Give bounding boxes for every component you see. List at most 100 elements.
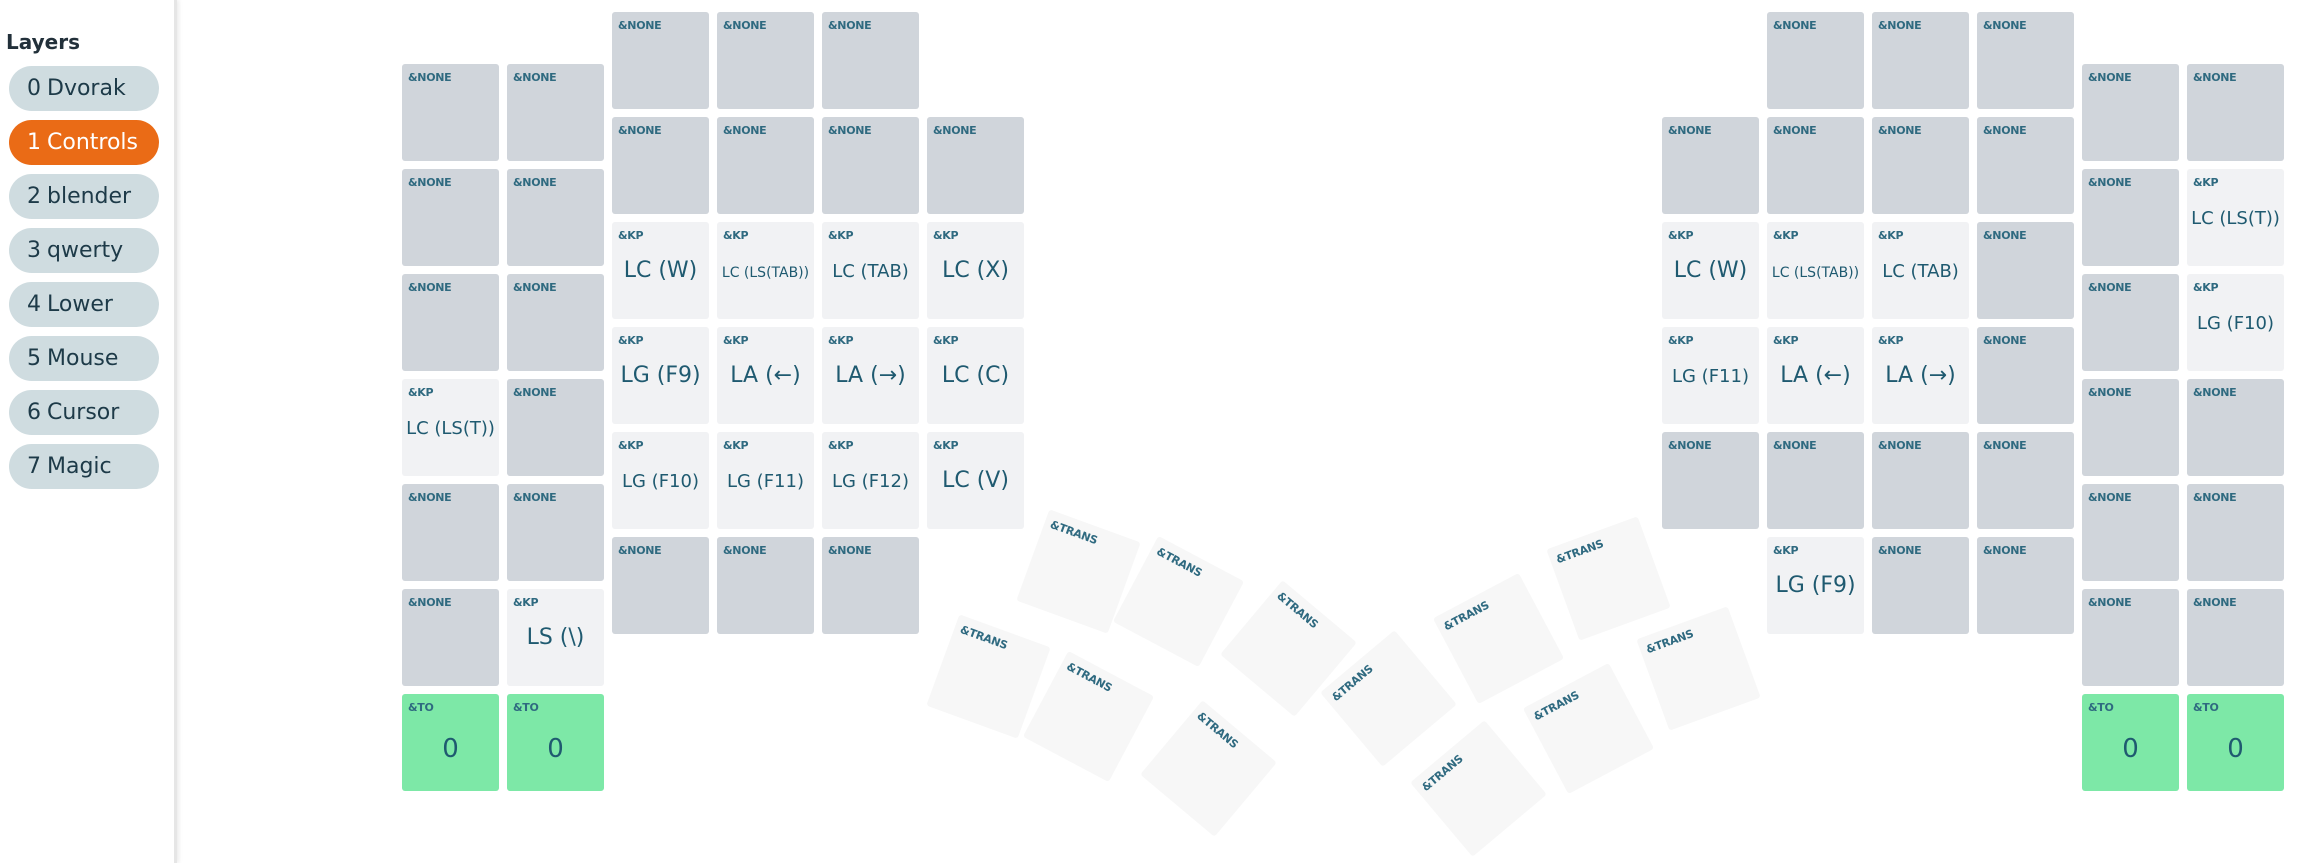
key-none[interactable]: &NONE [402, 484, 499, 581]
key-none[interactable]: &NONE [717, 537, 814, 634]
key-none[interactable]: &NONE [1872, 537, 1969, 634]
key-none[interactable]: &NONE [2082, 169, 2179, 266]
layer-index: 5 [27, 346, 41, 371]
key-none[interactable]: &NONE [1977, 117, 2074, 214]
key-behavior-label: &KP [828, 229, 854, 242]
key-none[interactable]: &NONE [2082, 379, 2179, 476]
key-none[interactable]: &NONE [2082, 484, 2179, 581]
key-none[interactable]: &NONE [402, 274, 499, 371]
key-behavior-label: &TRANS [1419, 752, 1466, 794]
key-none[interactable]: &NONE [2187, 589, 2284, 686]
key-none[interactable]: &NONE [402, 589, 499, 686]
key-trans[interactable]: &TRANS [1140, 700, 1277, 837]
key-none[interactable]: &NONE [1977, 432, 2074, 529]
key-param-label: 0 [547, 734, 564, 764]
key-trans[interactable]: &TRANS [1522, 662, 1655, 795]
key-none[interactable]: &NONE [822, 537, 919, 634]
key-trans[interactable]: &TRANS [1022, 650, 1155, 783]
key-none[interactable]: &NONE [1977, 537, 2074, 634]
key-behavior-label: &NONE [1878, 19, 1922, 32]
key-none[interactable]: &NONE [2082, 64, 2179, 161]
key-behavior-label: &KP [723, 229, 749, 242]
key-trans[interactable]: &TRANS [1546, 516, 1671, 641]
key-none[interactable]: &NONE [507, 169, 604, 266]
key-none[interactable]: &NONE [507, 484, 604, 581]
key-none[interactable]: &NONE [1977, 222, 2074, 319]
key-none[interactable]: &NONE [1872, 12, 1969, 109]
key-none[interactable]: &NONE [2187, 64, 2284, 161]
key-none[interactable]: &NONE [402, 64, 499, 161]
key-none[interactable]: &NONE [2187, 484, 2284, 581]
key-none[interactable]: &NONE [717, 12, 814, 109]
key-none[interactable]: &NONE [612, 12, 709, 109]
key-behavior-label: &NONE [723, 124, 767, 137]
key-none[interactable]: &NONE [1977, 12, 2074, 109]
key-none[interactable]: &NONE [2187, 379, 2284, 476]
key-none[interactable]: &NONE [822, 12, 919, 109]
key-none[interactable]: &NONE [1662, 117, 1759, 214]
key-trans[interactable]: &TRANS [1636, 606, 1761, 731]
key-none[interactable]: &NONE [507, 379, 604, 476]
key-trans[interactable]: &TRANS [1432, 572, 1565, 705]
key-none[interactable]: &NONE [2082, 589, 2179, 686]
key-behavior-label: &KP [828, 439, 854, 452]
key-none[interactable]: &NONE [1977, 327, 2074, 424]
key-none[interactable]: &NONE [1767, 432, 1864, 529]
key-none[interactable]: &NONE [1872, 117, 1969, 214]
key-behavior-label: &NONE [2088, 386, 2132, 399]
key-none[interactable]: &NONE [507, 64, 604, 161]
key-none[interactable]: &NONE [822, 117, 919, 214]
key-none[interactable]: &NONE [1767, 12, 1864, 109]
key-none[interactable]: &NONE [927, 117, 1024, 214]
key-none[interactable]: &NONE [507, 274, 604, 371]
key-none[interactable]: &NONE [2082, 274, 2179, 371]
key-none[interactable]: &NONE [402, 169, 499, 266]
key-none[interactable]: &NONE [1767, 117, 1864, 214]
key-none[interactable]: &NONE [1662, 432, 1759, 529]
key-none[interactable]: &NONE [717, 117, 814, 214]
key-none[interactable]: &NONE [612, 537, 709, 634]
key-param-label: LC (V) [942, 468, 1009, 493]
key-none[interactable]: &NONE [612, 117, 709, 214]
key-none[interactable]: &NONE [1872, 432, 1969, 529]
layer-index: 4 [27, 292, 41, 317]
key-trans[interactable]: &TRANS [1410, 720, 1547, 857]
key-behavior-label: &KP [1668, 334, 1694, 347]
